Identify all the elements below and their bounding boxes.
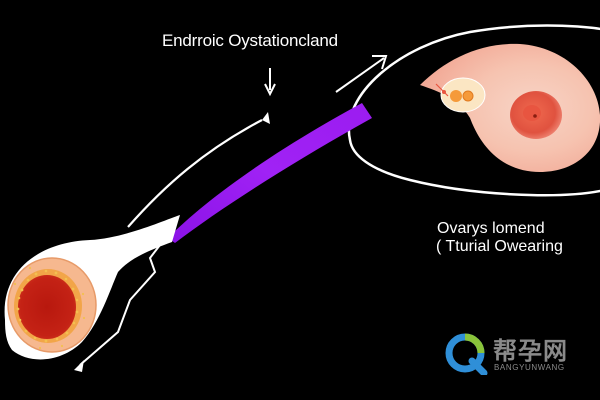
- watermark-chinese-text: 帮孕网: [493, 337, 568, 365]
- watermark: 帮孕网 BANGYUNWANG: [444, 331, 584, 377]
- endometrium-dots: [13, 266, 86, 350]
- watermark-logo-icon: [445, 333, 488, 375]
- top-label: Endrroic Oystationcland: [162, 31, 338, 50]
- ovary: [420, 43, 600, 172]
- diagonal-arrow: [335, 55, 388, 93]
- migration-path: [74, 112, 270, 372]
- down-arrow: [264, 68, 276, 97]
- watermark-latin-text: BANGYUNWANG: [494, 363, 565, 372]
- ovary-label-line2: ( Tturial Owearing: [436, 238, 563, 255]
- uterus: [4, 215, 180, 360]
- ovary-label-line1: Ovarys lomend: [437, 220, 545, 237]
- fallopian-tube: [168, 103, 372, 243]
- egg-cluster: [435, 77, 486, 113]
